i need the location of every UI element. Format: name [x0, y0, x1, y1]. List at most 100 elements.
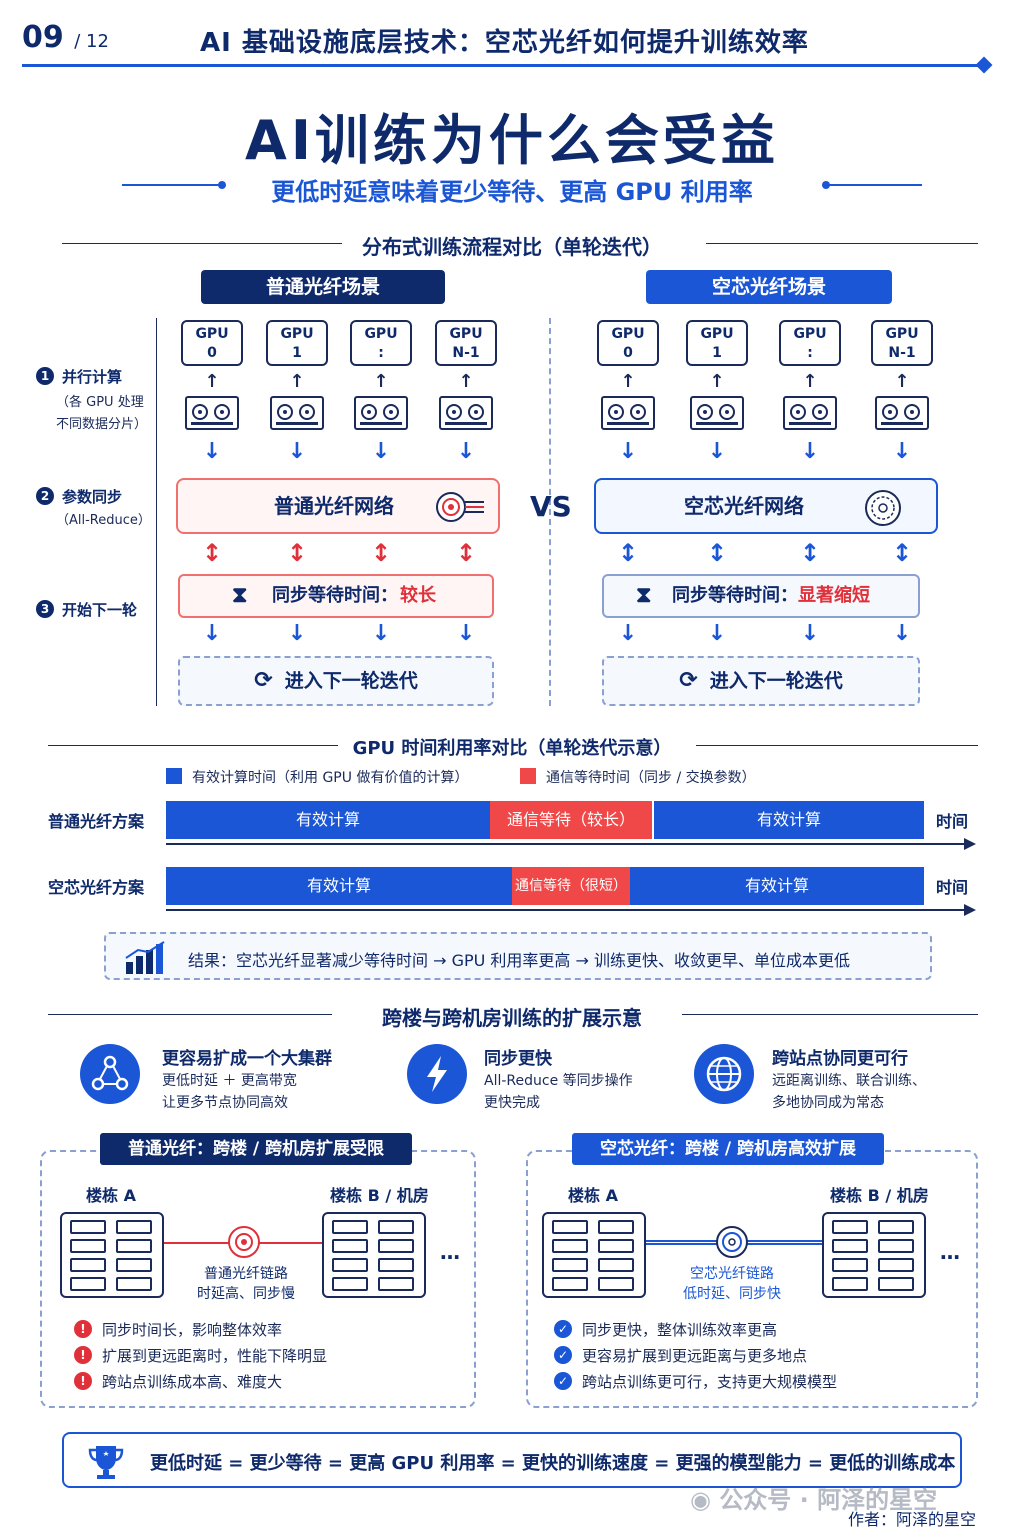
arrow-down-icon: ↓: [618, 621, 638, 646]
right-bullet-1: 同步更快，整体训练效率更高: [582, 1321, 778, 1339]
arrow-bidirectional-icon: ↕: [287, 539, 308, 567]
row2-axis: [166, 909, 966, 911]
feature-1-title: 更容易扩成一个大集群: [162, 1049, 332, 1069]
arrow-bidirectional-icon: ↕: [456, 539, 477, 567]
legend-compute-swatch: [166, 768, 182, 784]
right-ellipsis: …: [940, 1240, 960, 1264]
result-box: 结果：空芯光纤显著减少等待时间 → GPU 利用率更高 → 训练更快、收敛更早、…: [104, 932, 932, 980]
arrow-up-icon: ↑: [709, 371, 725, 392]
feature-2-desc2: 更快完成: [484, 1095, 540, 1111]
check-icon: ✓: [554, 1372, 572, 1390]
gpu-index: :: [378, 345, 384, 361]
arrow-down-icon: ↓: [456, 621, 476, 646]
step-3-label: 开始下一轮: [62, 601, 138, 619]
arrow-down-icon: ↓: [800, 621, 820, 646]
gpu-label: GPU: [611, 326, 645, 342]
refresh-icon: ⟳: [254, 668, 273, 693]
left-divider: [156, 318, 157, 706]
gpu-label: GPU: [449, 326, 483, 342]
left-gpu-2-box: GPU:: [350, 320, 412, 366]
right-bullet-3: 跨站点训练更可行，支持更大规模模型: [582, 1373, 838, 1391]
step-1-note2: 不同数据分片）: [56, 417, 148, 432]
page-current: 09: [22, 20, 64, 55]
server-unit-icon: [70, 1239, 106, 1253]
gpu-card-icon: [185, 396, 239, 430]
right-wait-prefix: 同步等待时间：: [672, 585, 798, 606]
arrow-down-icon: ↓: [202, 621, 222, 646]
gpu-index: N-1: [888, 345, 916, 361]
row1-axis-arrow-icon: [964, 838, 976, 850]
util-line-left: [48, 745, 338, 746]
row2-axis-arrow-icon: [964, 904, 976, 916]
hourglass-icon: ⧗: [636, 583, 652, 608]
server-unit-icon: [878, 1277, 914, 1291]
center-divider: [549, 318, 551, 706]
server-unit-icon: [378, 1239, 414, 1253]
step-2-num: 2: [36, 487, 54, 505]
bar-chart-icon: [125, 941, 165, 974]
arrow-up-icon: ↑: [802, 371, 818, 392]
gpu-label: GPU: [364, 326, 398, 342]
arrow-down-icon: ↓: [287, 439, 307, 464]
arrow-up-icon: ↑: [289, 371, 305, 392]
server-unit-icon: [832, 1239, 868, 1253]
legend-wait-swatch: [520, 768, 536, 784]
util-line-right: [696, 745, 978, 746]
server-unit-icon: [598, 1239, 634, 1253]
gpu-label: GPU: [700, 326, 734, 342]
refresh-icon: ⟳: [679, 668, 698, 693]
main-title: AI训练为什么会受益: [245, 109, 779, 172]
warning-icon: !: [74, 1372, 92, 1390]
warning-icon: !: [74, 1346, 92, 1364]
subtitle-dot-left: [218, 181, 226, 189]
arrow-down-icon: ↓: [287, 621, 307, 646]
trophy-icon: [88, 1446, 124, 1479]
left-building-b-label: 楼栋 B / 机房: [330, 1186, 429, 1205]
gpu-index: :: [807, 345, 813, 361]
right-rack-b: [822, 1212, 926, 1298]
scale-line-right: [682, 1014, 978, 1015]
watermark-account-text: 公众号 · 阿泽的星空: [719, 1486, 938, 1514]
arrow-down-icon: ↓: [800, 439, 820, 464]
header-title: AI 基础设施底层技术：空芯光纤如何提升训练效率: [200, 28, 809, 58]
row2-compute-2: 有效计算: [630, 867, 924, 905]
left-network-label: 普通光纤网络: [274, 494, 394, 518]
server-unit-icon: [552, 1239, 588, 1253]
legend-compute-label: 有效计算时间（利用 GPU 做有价值的计算）: [192, 770, 469, 786]
gpu-card-icon: [690, 396, 744, 430]
server-unit-icon: [116, 1277, 152, 1291]
arrow-up-icon: ↑: [894, 371, 910, 392]
server-unit-icon: [832, 1220, 868, 1234]
cluster-icon: [80, 1044, 140, 1104]
watermark-account: ◉ 公众号 · 阿泽的星空: [690, 1480, 937, 1515]
author-label: 作者：阿泽的星空: [848, 1510, 977, 1529]
arrow-up-icon: ↑: [620, 371, 636, 392]
server-unit-icon: [878, 1258, 914, 1272]
feature-1-desc1: 更低时延 ＋ 更高带宽: [162, 1073, 297, 1089]
arrow-down-icon: ↓: [371, 439, 391, 464]
right-wait-box: ⧗ 同步等待时间： 显著缩短: [602, 574, 920, 618]
fiber-icon: [228, 1226, 260, 1258]
row1-compute-2: 有效计算: [654, 801, 924, 839]
hollow-fiber-icon: [716, 1226, 748, 1258]
server-unit-icon: [598, 1220, 634, 1234]
left-wait-prefix: 同步等待时间：: [272, 585, 398, 606]
left-building-a-label: 楼栋 A: [86, 1186, 136, 1205]
wechat-icon: ◉: [690, 1486, 711, 1514]
arrow-down-icon: ↓: [618, 439, 638, 464]
server-unit-icon: [116, 1220, 152, 1234]
gpu-card-icon: [783, 396, 837, 430]
gpu-index: 0: [207, 345, 217, 361]
subtitle-line-left: [122, 184, 222, 186]
summary-text: 更低时延 = 更少等待 = 更高 GPU 利用率 = 更快的训练速度 = 更强的…: [150, 1453, 956, 1474]
server-unit-icon: [832, 1258, 868, 1272]
left-bullet-2: 扩展到更远距离时，性能下降明显: [102, 1347, 328, 1365]
header-divider: [22, 64, 982, 67]
right-link-name: 空芯光纤链路: [690, 1266, 774, 1282]
gpu-index: N-1: [452, 345, 480, 361]
summary-box: 更低时延 = 更少等待 = 更高 GPU 利用率 = 更快的训练速度 = 更强的…: [62, 1432, 962, 1488]
left-rack-b: [322, 1212, 426, 1298]
left-bullet-1: 同步时间长，影响整体效率: [102, 1321, 283, 1339]
arrow-bidirectional-icon: ↕: [371, 539, 392, 567]
